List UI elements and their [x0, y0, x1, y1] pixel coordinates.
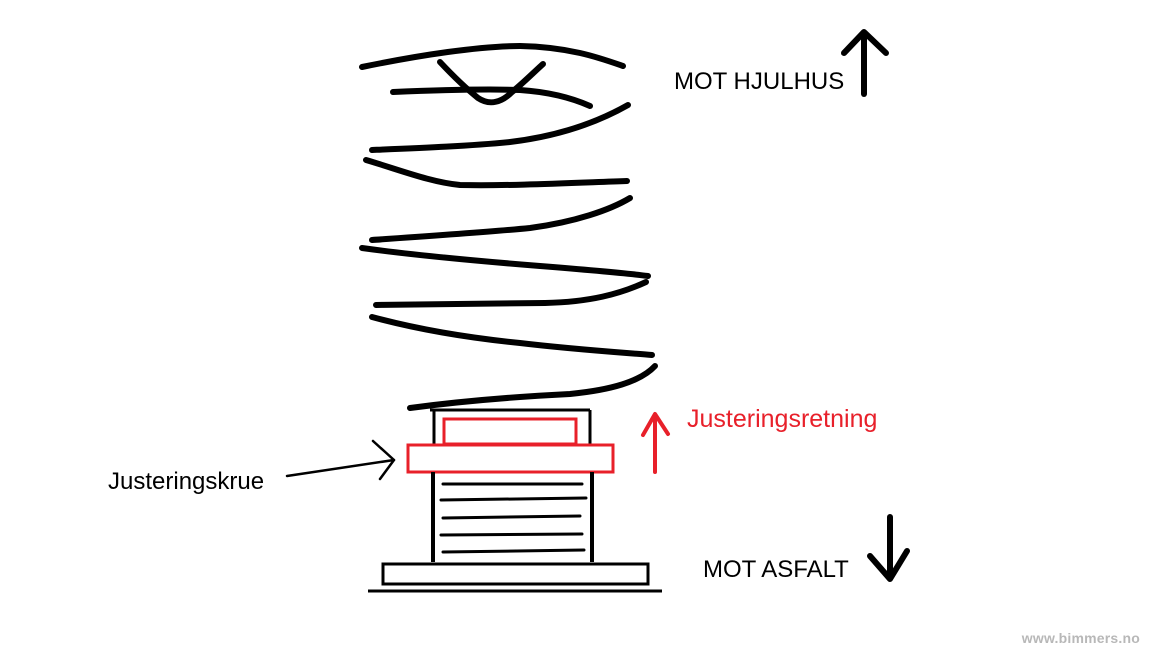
upper-ring — [442, 417, 578, 446]
spring-coil-5 — [369, 195, 633, 243]
base-mount — [368, 562, 662, 593]
watermark: www.bimmers.no — [1021, 630, 1140, 646]
down-arrow-icon — [867, 514, 910, 582]
spring-coil-4 — [363, 157, 630, 189]
pointer-arrow-icon — [285, 439, 396, 481]
adjustment-direction-label: Justeringsretning — [687, 405, 878, 433]
spring-coil-3 — [369, 102, 631, 153]
adjuster-rings — [406, 417, 615, 474]
spring-coil-2 — [390, 86, 593, 109]
spring-top-hook — [437, 59, 546, 106]
toward-wheelhouse-label: MOT HJULHUS — [674, 68, 845, 95]
threads — [439, 482, 588, 554]
threaded-body — [431, 472, 594, 562]
up-arrow-icon — [841, 29, 889, 97]
adjustment-screw-ring — [406, 443, 615, 474]
adjustment-screw-label: Justeringskrue — [108, 468, 265, 495]
spring-coil-9 — [407, 363, 658, 411]
spring-coil-8 — [369, 314, 655, 358]
base-plate — [381, 562, 650, 586]
spring-top-coil — [359, 43, 626, 70]
spring-coil-6 — [359, 245, 651, 279]
red-up-arrow-icon — [641, 412, 670, 474]
toward-asphalt-label: MOT ASFALT — [703, 556, 849, 583]
spring-seat-frame — [430, 408, 592, 444]
spring-coil-7 — [373, 279, 649, 308]
coil-spring — [359, 43, 658, 411]
